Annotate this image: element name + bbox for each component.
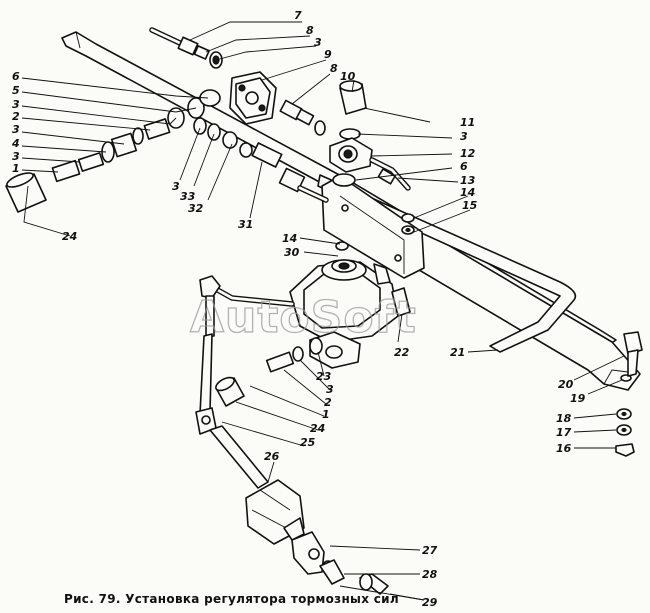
- callout-3: 3: [172, 180, 180, 193]
- middle-fitting-chain: [193, 117, 329, 203]
- callout-25: 25: [300, 436, 316, 449]
- callout-24: 24: [62, 230, 77, 243]
- figure-caption: Рис. 79. Установка регулятора тормозных …: [64, 592, 399, 606]
- callout-3: 3: [12, 150, 20, 163]
- callout-31: 31: [238, 218, 253, 231]
- callout-24: 24: [310, 422, 325, 435]
- lever-linkage: [195, 275, 269, 489]
- callout-3: 3: [12, 123, 20, 136]
- callout-3: 3: [460, 130, 468, 143]
- callout-14: 14: [460, 186, 475, 199]
- sleeve-24: [5, 172, 47, 213]
- banjo-fitting-12: [329, 137, 373, 187]
- tee-block: [229, 71, 277, 125]
- callout-5: 5: [12, 84, 20, 97]
- brake-force-regulator: [289, 259, 411, 369]
- callout-6: 6: [12, 70, 20, 83]
- callout-15: 15: [462, 199, 478, 212]
- right-union: [279, 99, 326, 136]
- callout-28: 28: [422, 568, 438, 581]
- callout-7: 7: [294, 9, 302, 22]
- regulator-pipe: [211, 285, 295, 307]
- brake-pipe-7: [149, 27, 223, 69]
- callout-32: 32: [188, 202, 204, 215]
- callout-numbers: 7 8 3 9 8 10 11 3 12 6 13 14 15 6 5 3 2 …: [11, 9, 586, 609]
- callout-19: 19: [570, 392, 586, 405]
- watermark-text: AutoSoft: [190, 292, 417, 343]
- callout-12: 12: [460, 147, 476, 160]
- callout-17: 17: [556, 426, 572, 439]
- nuts-16-18: [615, 408, 635, 457]
- callout-6: 6: [460, 160, 468, 173]
- callout-3: 3: [326, 383, 334, 396]
- callout-2: 2: [12, 110, 20, 123]
- callout-30: 30: [284, 246, 300, 259]
- callout-16: 16: [556, 442, 572, 455]
- callout-3: 3: [314, 36, 322, 49]
- callout-8: 8: [330, 62, 338, 75]
- callout-2: 2: [324, 396, 332, 409]
- callout-11: 11: [460, 116, 475, 129]
- callout-14: 14: [282, 232, 297, 245]
- callout-1: 1: [12, 162, 20, 175]
- mounting-plate: [321, 175, 425, 279]
- callout-33: 33: [180, 190, 196, 203]
- callout-13: 13: [460, 174, 476, 187]
- bracket-27: [291, 531, 389, 595]
- lower-fitting-chain: [215, 337, 323, 407]
- callout-10: 10: [340, 70, 356, 83]
- callout-27: 27: [422, 544, 438, 557]
- callout-26: 26: [264, 450, 280, 463]
- banjo-bolt-11: [339, 80, 367, 140]
- callout-3: 3: [12, 98, 20, 111]
- callout-18: 18: [556, 412, 572, 425]
- plate-fasteners: [335, 213, 415, 251]
- leader-lines: [21, 21, 625, 601]
- callout-21: 21: [450, 346, 465, 359]
- callout-22: 22: [394, 346, 410, 359]
- callout-9: 9: [324, 48, 332, 61]
- spring-26: [245, 479, 305, 545]
- bolt-20: [623, 331, 643, 377]
- left-fitting-chain: [51, 89, 221, 183]
- callout-29: 29: [422, 596, 438, 609]
- callout-1: 1: [322, 408, 330, 421]
- callout-8: 8: [306, 24, 314, 37]
- callout-23: 23: [316, 370, 332, 383]
- callout-4: 4: [11, 137, 20, 150]
- callout-20: 20: [558, 378, 574, 391]
